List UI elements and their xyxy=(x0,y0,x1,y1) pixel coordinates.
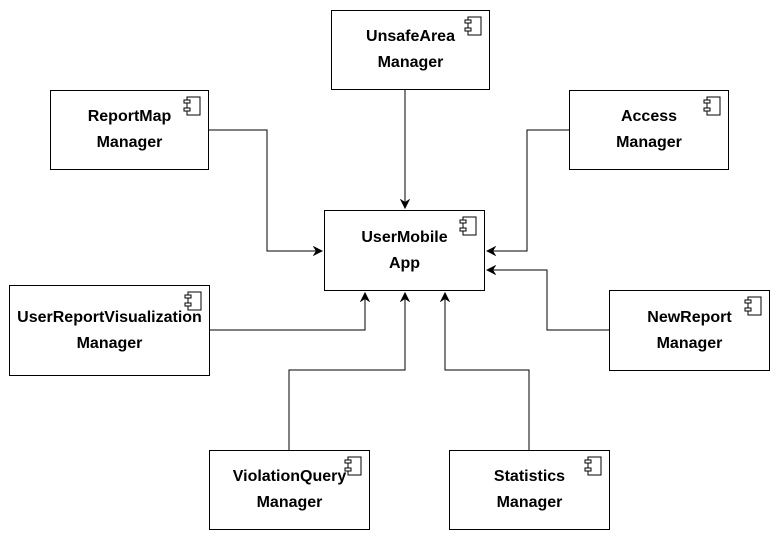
connector-report-map-to-app xyxy=(209,129,322,251)
component-name: UnsafeArea xyxy=(366,28,455,45)
component-suffix: Manager xyxy=(656,334,723,352)
component-name: Statistics xyxy=(493,468,566,485)
uml-component-icon xyxy=(184,291,202,311)
connector-statistics-to-app xyxy=(445,293,530,450)
connector-user-report-visualization-to-app xyxy=(210,293,365,331)
component-name: UserMobile xyxy=(361,228,448,246)
uml-component-icon xyxy=(464,16,482,36)
component-statistics-manager[interactable]: Statistics Manager xyxy=(449,450,610,530)
component-name: NewReport xyxy=(647,308,732,326)
component-suffix: Manager xyxy=(96,134,163,151)
component-new-report-manager[interactable]: NewReport Manager xyxy=(609,290,770,371)
connector-violation-query-to-app xyxy=(288,293,405,450)
connector-access-to-app xyxy=(487,129,569,251)
component-suffix: Manager xyxy=(76,334,143,352)
component-name: ViolationQuery xyxy=(232,468,347,485)
component-report-map-manager[interactable]: ReportMap Manager xyxy=(50,90,209,170)
component-suffix: Manager xyxy=(377,54,444,71)
uml-component-icon xyxy=(344,456,362,476)
component-suffix: App xyxy=(388,254,421,272)
component-name: ReportMap xyxy=(87,108,172,125)
uml-component-icon xyxy=(183,96,201,116)
component-suffix: Manager xyxy=(616,134,682,151)
component-suffix: Manager xyxy=(496,494,563,511)
uml-component-icon xyxy=(584,456,602,476)
component-suffix: Manager xyxy=(256,494,323,511)
connector-new-report-to-app xyxy=(487,270,609,331)
component-name: UserReportVisualization xyxy=(17,308,202,326)
component-access-manager[interactable]: Access Manager xyxy=(569,90,729,170)
component-violation-query-manager[interactable]: ViolationQuery Manager xyxy=(209,450,370,530)
component-user-mobile-app[interactable]: UserMobile App xyxy=(324,210,485,291)
component-name: Access xyxy=(620,108,678,125)
component-user-report-visualization-manager[interactable]: UserReportVisualization Manager xyxy=(9,285,210,376)
uml-component-icon xyxy=(459,216,477,236)
uml-component-icon xyxy=(703,96,721,116)
uml-component-icon xyxy=(744,296,762,316)
component-unsafe-area-manager[interactable]: UnsafeArea Manager xyxy=(331,10,490,90)
